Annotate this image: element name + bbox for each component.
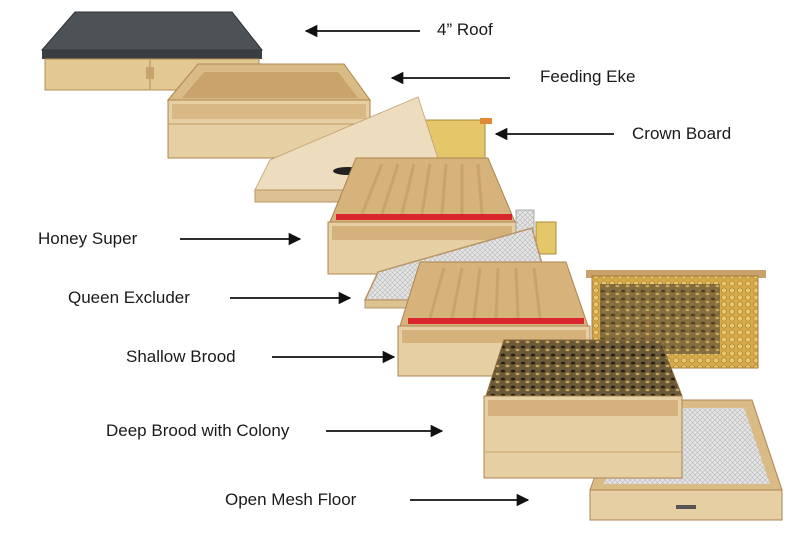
label-honey-super: Honey Super bbox=[38, 229, 138, 248]
label-roof: 4” Roof bbox=[437, 20, 493, 39]
label-mesh-floor: Open Mesh Floor bbox=[225, 490, 357, 509]
deep-brood bbox=[483, 339, 683, 479]
label-deep-brood: Deep Brood with Colony bbox=[106, 421, 290, 440]
label-feeding-eke: Feeding Eke bbox=[540, 67, 636, 86]
label-crown-board: Crown Board bbox=[632, 124, 732, 143]
shallow-brood bbox=[397, 261, 591, 377]
label-queen-excluder: Queen Excluder bbox=[68, 288, 190, 307]
feeding-eke bbox=[166, 63, 371, 159]
label-shallow-brood: Shallow Brood bbox=[126, 347, 236, 366]
arrows bbox=[180, 24, 614, 507]
